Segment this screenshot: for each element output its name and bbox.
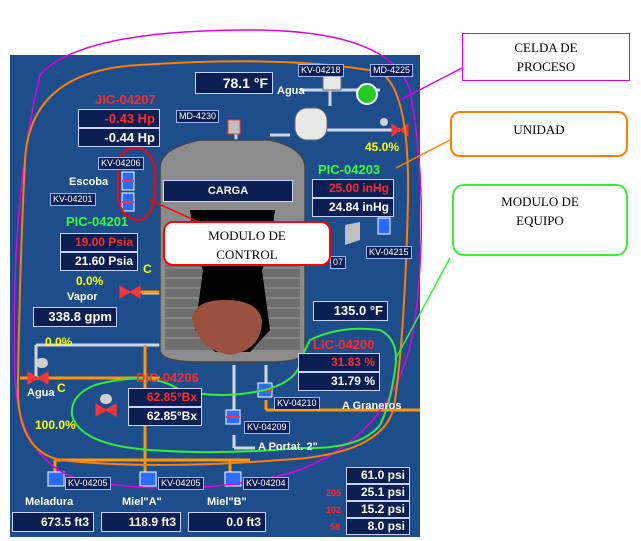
dic-04206-value: 62.85°Bx [128, 407, 202, 426]
jic-04207-title: JIC-04207 [95, 92, 156, 107]
escoba-label: Escoba [69, 176, 109, 188]
vapor-valve-percent: 0.0% [76, 274, 104, 288]
modulo-de-control-callout: MODULO DE CONTROL [163, 221, 331, 266]
pic-04201-value: 21.60 Psia [60, 252, 138, 271]
pressure-display-1: 61.0 psi [346, 467, 410, 484]
vapor-label: Vapor [67, 291, 98, 303]
pic-04203-value: 24.84 inHg [312, 198, 394, 217]
lic-04200-title: LIC-04200 [313, 337, 375, 352]
pic-04203-title: PIC-04203 [318, 162, 381, 177]
kv-04215-tag[interactable]: KV-04215 [366, 246, 412, 259]
kv-04210-tag[interactable]: KV-04210 [274, 397, 320, 410]
right-temperature-display: 135.0 °F [313, 301, 388, 321]
md-4230-tag[interactable]: MD-4230 [176, 110, 220, 123]
partial-tag[interactable]: 07 [330, 256, 347, 269]
vessel-label: CARGA [163, 180, 293, 202]
agua-controller-mode: C [57, 381, 66, 395]
top-temperature-display: 78.1 °F [195, 72, 273, 94]
pic-04203-setpoint[interactable]: 25.00 inHg [312, 179, 394, 198]
pressure-label-3: 102 [326, 505, 342, 515]
agua-valve2-percent: 100.0% [35, 418, 76, 432]
lic-04200-setpoint[interactable]: 31.83 % [298, 353, 380, 372]
pic-04201-title: PIC-04201 [66, 214, 129, 229]
a-graneros-label: A Graneros [342, 400, 402, 412]
meladura-label: Meladura [25, 496, 74, 508]
pressure-display-4: 8.0 psi [346, 518, 410, 535]
dic-04206-title: DIC-04206 [136, 370, 199, 385]
jic-04207-setpoint[interactable]: -0.43 Hp [78, 109, 160, 128]
agua-valve-percent: 0.0% [45, 335, 73, 349]
pressure-label-4: 58 [330, 522, 341, 532]
pic-04203-valve-percent: 45.0% [365, 140, 400, 154]
kv-04206-tag[interactable]: KV-04206 [98, 157, 144, 170]
vapor-controller-mode: C [143, 262, 152, 276]
pressure-display-3: 15.2 psi [346, 501, 410, 518]
kv-04205-tag-a[interactable]: KV-04205 [65, 477, 111, 490]
pic-04201-setpoint[interactable]: 19.00 Psia [60, 233, 138, 252]
kv-04218-tag[interactable]: KV-04218 [298, 64, 344, 77]
celda-de-proceso-callout: CELDA DE PROCESO [462, 33, 630, 81]
miel-b-flow-display: 0.0 ft3 [188, 512, 266, 532]
unidad-callout: UNIDAD [450, 111, 628, 157]
miel-a-flow-display: 118.9 ft3 [101, 512, 181, 532]
kv-04205-tag-b[interactable]: KV-04205 [158, 477, 204, 490]
kv-04204-tag[interactable]: KV-04204 [243, 477, 289, 490]
pressure-display-2: 25.1 psi [346, 484, 410, 501]
lic-04200-value: 31.79 % [298, 372, 380, 391]
agua-left-label: Agua [27, 387, 55, 399]
dic-04206-setpoint[interactable]: 62.85°Bx [128, 388, 202, 407]
md-4225-tag[interactable]: MD-4225 [370, 64, 414, 77]
kv-04209-tag[interactable]: KV-04209 [244, 421, 290, 434]
kv-04201-tag[interactable]: KV-04201 [50, 193, 96, 206]
modulo-de-equipo-callout: MODULO DE EQUIPO [452, 184, 628, 256]
vapor-flow-display: 338.8 gpm [33, 307, 117, 327]
agua-top-label: Agua [277, 85, 305, 97]
a-portat-label: A Portat. 2" [258, 441, 318, 453]
jic-04207-value: -0.44 Hp [78, 128, 160, 147]
pressure-label-2: 205 [326, 488, 342, 498]
miel-b-label: Miel"B" [207, 496, 247, 508]
meladura-flow-display: 673.5 ft3 [12, 512, 94, 532]
miel-a-label: Miel"A" [122, 496, 162, 508]
